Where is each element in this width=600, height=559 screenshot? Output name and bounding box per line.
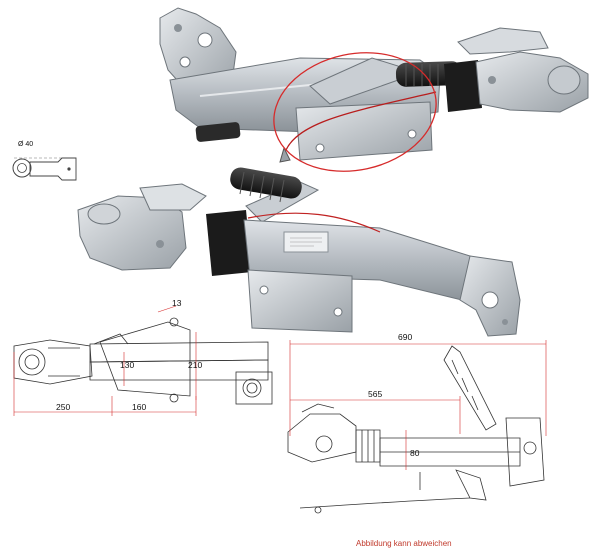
- side-view-drawing: [287, 340, 547, 514]
- overrun-coupling-photo-top: [159, 7, 589, 172]
- ball-eye-icon: Ø 40: [12, 141, 77, 181]
- plan-dim-250: 250: [56, 402, 70, 412]
- diameter-label: Ø 40: [18, 141, 33, 148]
- plan-dim-160: 160: [132, 402, 146, 412]
- plan-dim-210: 210: [188, 360, 202, 370]
- side-dim-565: 565: [368, 389, 382, 399]
- overrun-coupling-photo-bottom: [77, 167, 521, 337]
- highlight-circle: [273, 52, 437, 172]
- plan-view-drawing: [13, 305, 273, 416]
- side-dim-690: 690: [398, 332, 412, 342]
- disclaimer-caption: Abbildung kann abweichen: [356, 539, 452, 548]
- plan-dim-130: 130: [120, 360, 134, 370]
- plan-dim-13: 13: [172, 298, 182, 308]
- side-dim-80: 80: [410, 448, 420, 458]
